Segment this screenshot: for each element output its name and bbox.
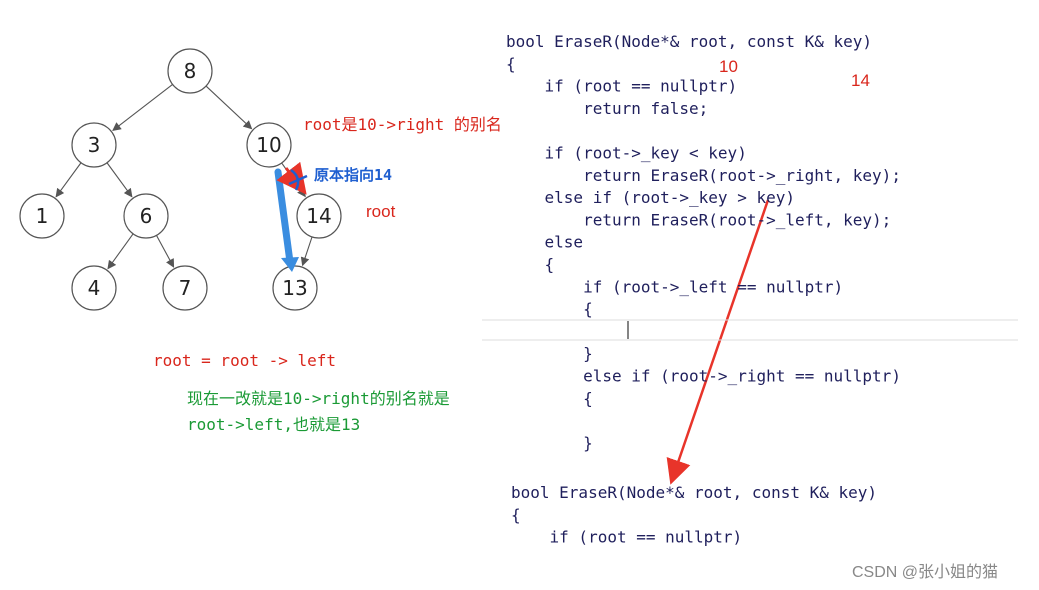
tree-node-4: 4 xyxy=(71,265,117,311)
tree-node-label: 6 xyxy=(140,204,153,228)
tree-edge-6-4 xyxy=(107,233,134,270)
tree-node-label: 8 xyxy=(184,59,197,83)
tree-node-circle xyxy=(162,265,208,311)
blue-arrowhead xyxy=(281,257,299,272)
tree-node-label: 10 xyxy=(256,133,281,157)
code-top-line: return false; xyxy=(506,99,708,118)
tree-edge-3-6 xyxy=(106,162,133,198)
tree-node-circle xyxy=(19,193,65,239)
code-top-line: return EraseR(root->_left, key); xyxy=(506,210,891,229)
code-top-line: { xyxy=(506,54,516,73)
tree-node-circle xyxy=(167,48,213,94)
root-label: root xyxy=(366,202,396,221)
tree-node-6: 6 xyxy=(123,193,169,239)
code-top-line: else if (root->_right == nullptr) xyxy=(506,367,901,386)
tree-node-circle xyxy=(71,265,117,311)
code-block-bottom: bool EraseR(Node*& root, const K& key){ … xyxy=(511,483,877,547)
green-note-line2: root->left,也就是13 xyxy=(187,415,360,434)
tree-edge-8-3 xyxy=(112,83,173,132)
red-number-14: 14 xyxy=(851,71,870,90)
blue-arrow-10-to-13 xyxy=(274,168,294,266)
tree-node-10: 10 xyxy=(246,122,292,168)
tree-node-13: 13 xyxy=(272,265,318,311)
tree-node-1: 1 xyxy=(19,193,65,239)
code-bottom-line: { xyxy=(511,505,521,524)
code-top-line: else xyxy=(506,233,583,252)
tree-edge-3-1 xyxy=(55,162,82,198)
code-top-line: return EraseR(root->_right, key); xyxy=(506,166,901,185)
tree-node-14: 14 xyxy=(296,193,342,239)
tree-node-7: 7 xyxy=(162,265,208,311)
tree-edges xyxy=(55,83,313,270)
cut-mark-icon xyxy=(288,168,308,191)
tree-node-circle xyxy=(246,122,292,168)
code-top-line: if (root == nullptr) xyxy=(506,77,737,96)
tree-edge-8-10 xyxy=(205,85,253,130)
code-top-line: { xyxy=(506,389,593,408)
tree-node-label: 7 xyxy=(179,276,192,300)
tree-node-circle xyxy=(123,193,169,239)
root-alias-note: root是10->right 的别名 xyxy=(303,115,502,134)
code-top-line: { xyxy=(506,300,593,319)
tree-edge-14-13 xyxy=(300,236,313,267)
red-number-10: 10 xyxy=(719,57,738,76)
tree-nodes: 8 3 10 1 6 14 4 7 13 xyxy=(19,48,342,311)
code-top-line: { xyxy=(506,255,554,274)
tree-node-label: 3 xyxy=(88,133,101,157)
code-bottom-line: if (root == nullptr) xyxy=(511,528,742,547)
tree-node-label: 4 xyxy=(88,276,101,300)
code-bottom-line: bool EraseR(Node*& root, const K& key) xyxy=(511,483,877,502)
tree-node-8: 8 xyxy=(167,48,213,94)
tree-edge-6-7 xyxy=(155,235,175,268)
tree-node-circle xyxy=(272,265,318,311)
tree-node-label: 1 xyxy=(36,204,49,228)
code-top-line: if (root->_key < key) xyxy=(506,144,747,163)
watermark: CSDN @张小姐的猫 xyxy=(852,563,998,581)
code-top-line: bool EraseR(Node*& root, const K& key) xyxy=(506,32,872,51)
green-note-line1: 现在一改就是10->right的别名就是 xyxy=(187,389,450,408)
code-top-line: if (root->_left == nullptr) xyxy=(506,277,843,296)
tree-node-3: 3 xyxy=(71,122,117,168)
red-arrow-10-to-14 xyxy=(276,161,307,195)
code-block-top: bool EraseR(Node*& root, const K& key){ … xyxy=(506,32,901,452)
assign-note: root = root -> left xyxy=(153,351,336,370)
tree-node-circle xyxy=(71,122,117,168)
code-top-line: } xyxy=(506,433,593,452)
code-top-line: } xyxy=(506,344,593,363)
code-top-line: else if (root->_key > key) xyxy=(506,188,795,207)
tree-node-label: 14 xyxy=(306,204,331,228)
tree-node-label: 13 xyxy=(282,276,307,300)
tree-node-circle xyxy=(296,193,342,239)
originally-points-note: 原本指向14 xyxy=(314,166,392,184)
